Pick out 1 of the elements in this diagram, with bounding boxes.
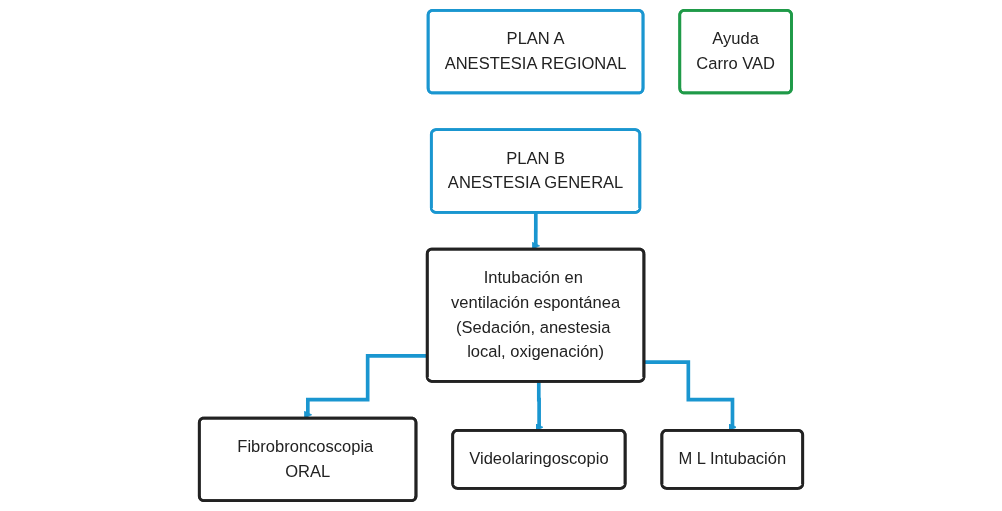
arrow <box>303 353 428 419</box>
